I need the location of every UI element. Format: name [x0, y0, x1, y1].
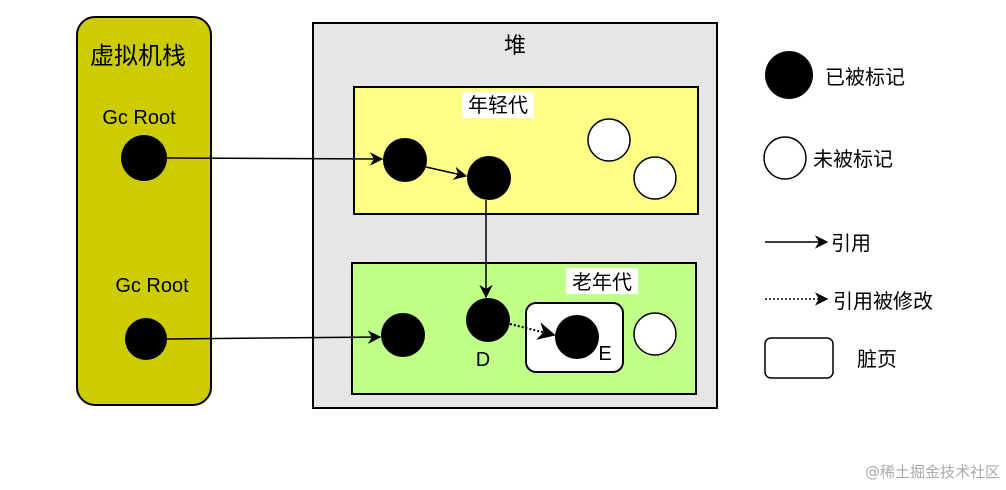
gc-root-node-2: [125, 318, 167, 360]
old-unmarked-object: [633, 312, 677, 356]
legend-modified-label: 引用被修改: [833, 289, 933, 313]
young-gen-title: 年轻代: [468, 93, 528, 117]
old-gen-title-bg: [566, 268, 638, 294]
object-d-label: D: [476, 349, 490, 371]
legend-unmarked-label: 未被标记: [813, 147, 893, 171]
ref-arrow-young1-to-young2: [425, 166, 468, 180]
gc-root-label-1: Gc Root: [102, 107, 176, 129]
vm-stack-box: [76, 16, 212, 406]
ref-arrow-root2-to-old1: [166, 330, 382, 344]
legend-dirty-page-label: 脏页: [857, 347, 897, 371]
old-marked-object-1: [381, 313, 425, 357]
young-unmarked-object-2: [633, 156, 677, 200]
object-e: [555, 315, 599, 359]
legend-marked-label: 已被标记: [825, 65, 905, 89]
young-marked-object-2: [467, 156, 511, 200]
gc-root-label-2: Gc Root: [115, 275, 189, 297]
legend-marked-icon: [765, 51, 813, 99]
object-d: [466, 298, 510, 342]
legend-unmarked-icon: [763, 136, 807, 180]
legend-dirty-page-icon: [764, 337, 834, 379]
heap-title: 堆: [504, 34, 526, 59]
young-marked-object-1: [383, 138, 427, 182]
watermark: @稀土掘金技术社区: [865, 463, 1000, 481]
object-e-label: E: [598, 343, 611, 365]
modified-ref-arrow-d-to-e: [509, 322, 556, 340]
vm-stack-title: 虚拟机栈: [90, 42, 186, 70]
ref-arrow-root1-to-young1: [166, 152, 384, 166]
legend: 已被标记 未被标记 引用 引用被修改 脏页: [763, 51, 933, 379]
legend-reference-label: 引用: [831, 231, 871, 255]
young-gen-title-bg: [462, 92, 534, 118]
gc-root-node-1: [121, 135, 167, 181]
young-unmarked-object-1: [587, 118, 631, 162]
old-gen-title: 老年代: [572, 270, 632, 294]
